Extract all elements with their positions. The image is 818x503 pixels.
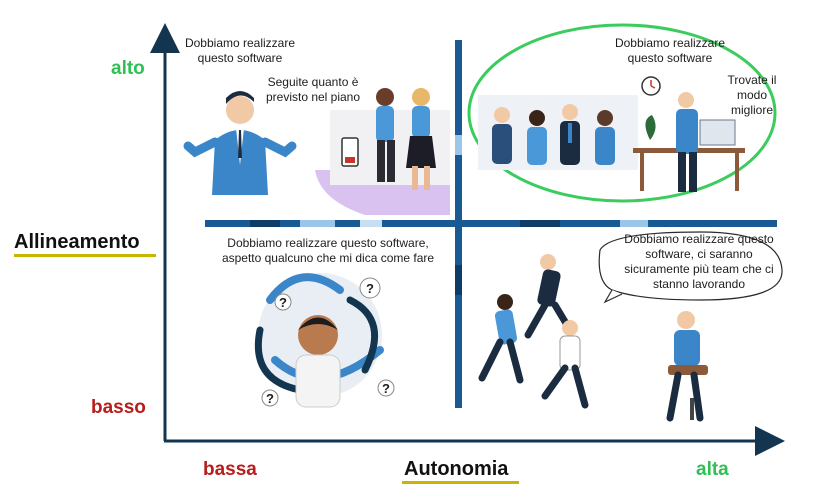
- manager-and-walking-team-illustration: [183, 88, 450, 215]
- svg-text:?: ?: [266, 391, 274, 406]
- confused-person-illustration: ? ? ? ?: [254, 273, 395, 408]
- top-right-speech-2: Trovate il modo migliore: [727, 73, 777, 117]
- bottom-left-speech: Dobbiamo realizzare questo software, asp…: [221, 236, 435, 265]
- running-people-and-relaxed-manager-illustration: [478, 231, 783, 422]
- svg-text:?: ?: [366, 281, 374, 296]
- x-axis-high-label: alta: [696, 459, 729, 480]
- bottom-right-speech: Dobbiamo realizzare questo software, ci …: [624, 232, 774, 291]
- y-axis-low-label: basso: [91, 397, 146, 418]
- x-axis-title-underline: [402, 481, 519, 484]
- y-axis-high-label: alto: [111, 58, 145, 79]
- x-axis-title: Autonomia: [404, 458, 509, 480]
- svg-text:?: ?: [279, 295, 287, 310]
- y-axis-title: Allineamento: [14, 231, 140, 253]
- top-right-speech-1: Dobbiamo realizzare questo software: [614, 36, 726, 65]
- svg-text:?: ?: [382, 381, 390, 396]
- horizontal-divider: [205, 220, 777, 227]
- highlight-ring: [467, 23, 777, 203]
- empowered-team-illustration: [478, 76, 745, 192]
- top-left-speech-1: Dobbiamo realizzare questo software: [184, 36, 296, 65]
- top-left-speech-2: Seguite quanto è previsto nel piano: [265, 75, 361, 104]
- y-axis-title-underline: [14, 254, 156, 257]
- x-axis-low-label: bassa: [203, 459, 257, 480]
